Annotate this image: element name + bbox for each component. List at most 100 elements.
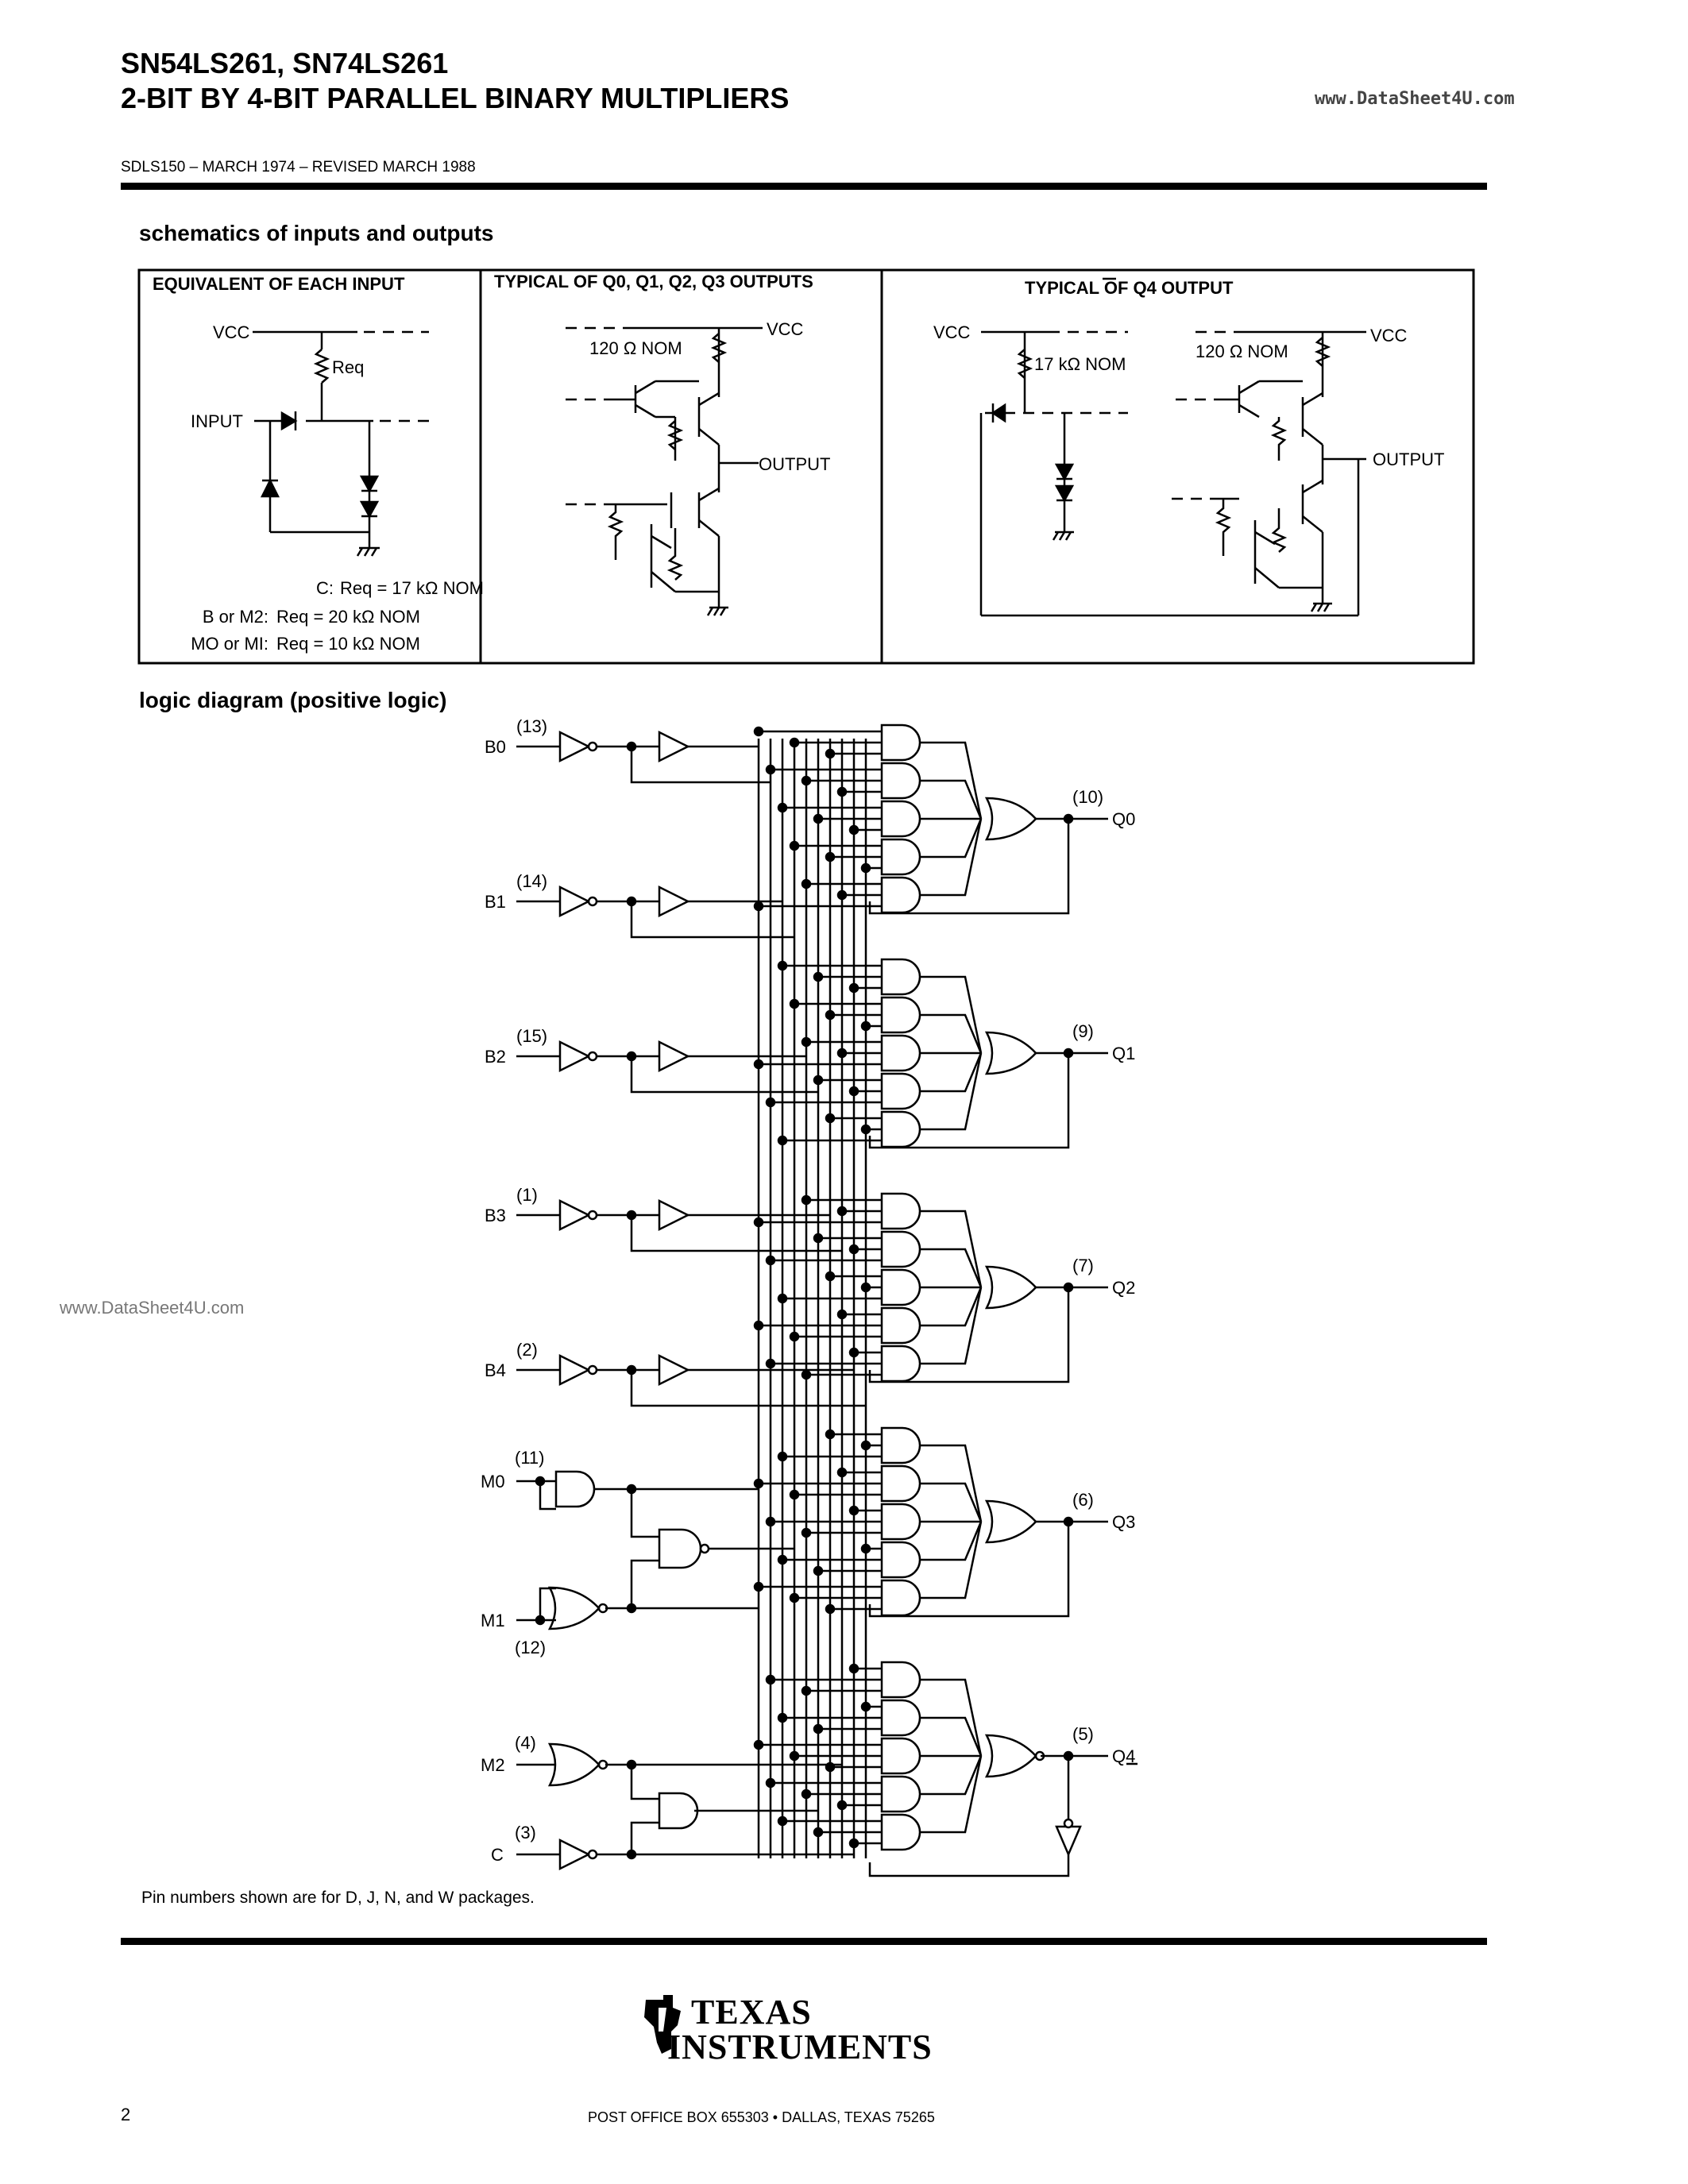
buffer-b3 <box>658 1198 690 1232</box>
or-gate-q4 <box>985 1734 1037 1778</box>
and-gate-q3-0 <box>880 1426 921 1464</box>
inverter-c <box>558 1838 591 1871</box>
junction-dot <box>836 889 848 901</box>
q4-output-circuit <box>979 330 1366 617</box>
and-gate-q1-0 <box>880 958 921 996</box>
junction-dot <box>825 851 836 862</box>
footer-address: POST OFFICE BOX 655303 • DALLAS, TEXAS 7… <box>588 2109 935 2125</box>
input-label-c: C <box>491 1845 504 1865</box>
note-value-3: Req = 10 kΩ NOM <box>276 634 420 654</box>
junction-dot <box>753 1059 764 1070</box>
input-label-b3: B3 <box>485 1206 506 1225</box>
junction-dot <box>836 786 848 797</box>
junction-dot <box>753 1478 764 1489</box>
junction-dot <box>848 1663 859 1674</box>
and-gate-q4-4 <box>880 1813 921 1851</box>
and-gate-q1-4 <box>880 1110 921 1148</box>
output-label-q3: Q3 <box>1112 1512 1135 1532</box>
output-label-q0: Q0 <box>1112 809 1135 829</box>
input-pin-m2: (4) <box>515 1733 536 1753</box>
junction-dot <box>860 1543 871 1554</box>
buffer-b0 <box>658 730 690 763</box>
title-line-1: SN54LS261, SN74LS261 <box>121 47 449 79</box>
junction-dot <box>801 1788 812 1800</box>
junction-dot <box>753 901 764 912</box>
input-pin-b2: (15) <box>516 1026 547 1046</box>
inverter-b3 <box>558 1198 591 1232</box>
input-pin-c: (3) <box>515 1823 536 1843</box>
or-gate-q0 <box>985 797 1037 841</box>
and-gate-q2-0 <box>880 1192 921 1230</box>
junction-dot <box>789 1750 800 1761</box>
and-gate-q3-2 <box>880 1503 921 1541</box>
buffer-b4 <box>658 1353 690 1387</box>
output-pin-q3: (6) <box>1072 1490 1094 1510</box>
junction-dot <box>836 1048 848 1059</box>
input-label-m2: M2 <box>481 1755 505 1775</box>
inverter-q4-feedback <box>1055 1825 1082 1858</box>
junction-dot <box>848 982 859 994</box>
junction-dot <box>777 1712 788 1723</box>
junction-dot <box>825 1603 836 1615</box>
logic-diagram: B0(13)B1(14)B2(15)B3(1)B4(2)(10)Q0(9)Q1(… <box>481 716 1138 1877</box>
and-gate-q2-1 <box>880 1230 921 1268</box>
panel3-res2: 120 Ω NOM <box>1196 341 1288 361</box>
input-pin-b1: (14) <box>516 871 547 891</box>
watermark-side[interactable]: www.DataSheet4U.com <box>60 1298 245 1318</box>
junction-dot <box>860 1440 871 1451</box>
note-label-3: MO or MI: <box>191 634 268 654</box>
junction-dot <box>777 1135 788 1146</box>
junction-dot <box>801 775 812 786</box>
page-number: 2 <box>121 2105 131 2124</box>
panel1-title: EQUIVALENT OF EACH INPUT <box>153 274 405 294</box>
junction-dot <box>753 1581 764 1592</box>
panel2-output: OUTPUT <box>759 454 830 474</box>
junction-dot <box>753 726 764 737</box>
and-gate-q0-3 <box>880 838 921 876</box>
junction-dot <box>801 878 812 889</box>
and-gate-q2-4 <box>880 1345 921 1383</box>
junction-dot <box>813 971 824 982</box>
note-label-2: B or M2: <box>203 607 268 627</box>
junction-dot <box>765 1674 776 1685</box>
junction-dot <box>801 1685 812 1696</box>
junction-dot <box>848 1086 859 1097</box>
junction-dot <box>765 1516 776 1527</box>
junction-dot <box>801 1194 812 1206</box>
junction-dot <box>825 1113 836 1124</box>
nor-gate-m <box>548 1586 601 1630</box>
junction-dot <box>777 802 788 813</box>
junction-dot <box>777 960 788 971</box>
junction-dot <box>753 1217 764 1228</box>
ti-logo-icon <box>644 1995 681 2054</box>
watermark-top[interactable]: www.DataSheet4U.com <box>1315 89 1515 109</box>
junction-dot <box>777 1451 788 1462</box>
junction-dot <box>765 1777 776 1788</box>
junction-dot <box>825 1009 836 1021</box>
junction-dot <box>860 1701 871 1712</box>
inverter-b1 <box>558 885 591 918</box>
junction-dot <box>860 862 871 874</box>
panel1-vcc: VCC <box>213 322 250 342</box>
schematics-drawing: EQUIVALENT OF EACH INPUT TYPICAL OF Q0, … <box>137 268 1475 665</box>
and-gate-m0 <box>554 1470 596 1508</box>
junction-dot <box>860 1124 871 1135</box>
junction-dot <box>848 824 859 835</box>
nor-gate-m2 <box>548 1742 601 1787</box>
junction-dot <box>848 1505 859 1516</box>
input-label-b2: B2 <box>485 1047 506 1067</box>
panel3-res1: 17 kΩ NOM <box>1034 354 1126 374</box>
junction-dot <box>813 1723 824 1734</box>
schematics-frame <box>137 268 1475 665</box>
junction-dot <box>789 1331 800 1342</box>
junction-dot <box>801 1527 812 1538</box>
panel2-vcc: VCC <box>767 319 804 339</box>
panel2-res: 120 Ω NOM <box>589 338 682 358</box>
junction-dot <box>813 1565 824 1576</box>
panel1-req: Req <box>332 357 364 377</box>
junction-dot <box>789 840 800 851</box>
input-label-m1: M1 <box>481 1611 505 1630</box>
input-pin-m0: (11) <box>515 1448 545 1468</box>
junction-dot <box>836 1800 848 1811</box>
schematics-heading: schematics of inputs and outputs <box>139 221 494 245</box>
